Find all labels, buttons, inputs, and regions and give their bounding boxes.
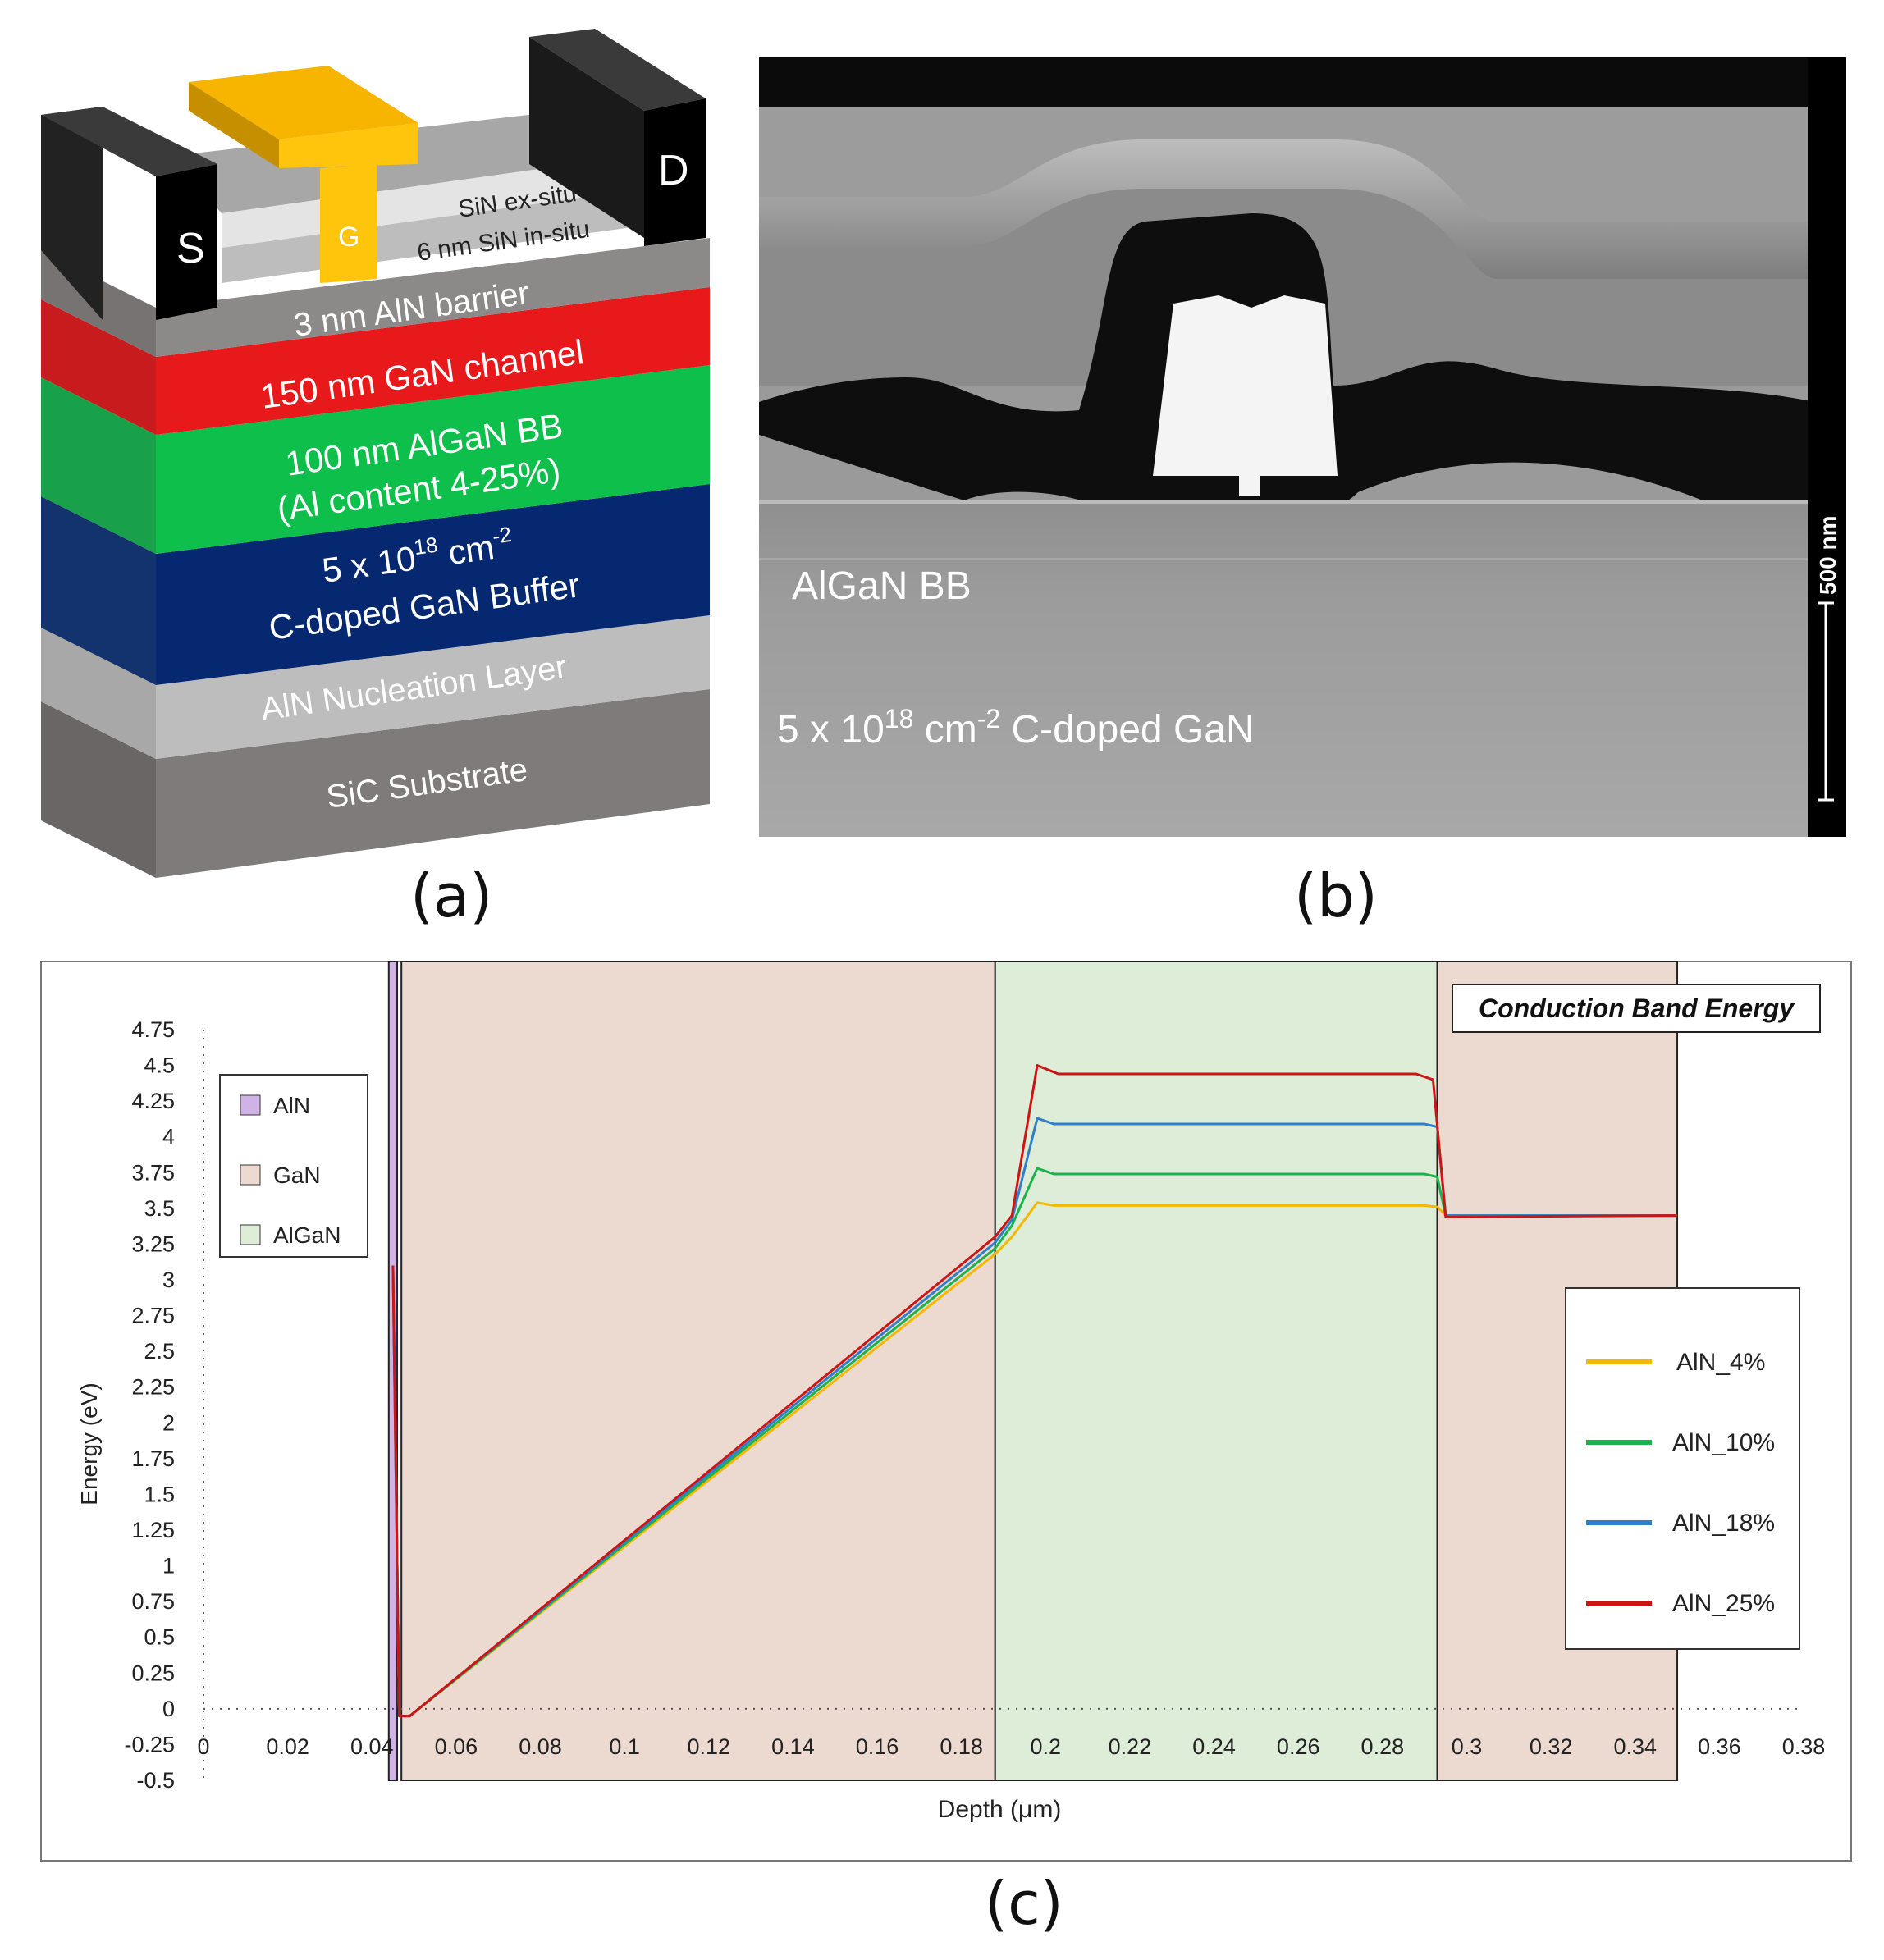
- layer-sic: [41, 689, 710, 878]
- region-legend-aln: AlN: [273, 1093, 310, 1118]
- drain-contact: [529, 29, 706, 246]
- y-tick-label: 3: [162, 1268, 175, 1292]
- region-legend-algan: AlGaN: [273, 1222, 341, 1248]
- x-tick-label: 0.3: [1452, 1734, 1483, 1759]
- tem-cross-section-image: 500 nm AlGaN BB 5 x 1018 cm-2 C-doped Ga…: [759, 57, 1846, 837]
- x-axis-label: Depth (μm): [938, 1796, 1062, 1823]
- contact-g-label: G: [338, 222, 359, 253]
- region-aln: [387, 961, 399, 1781]
- legend-label-aln10: AlN_10%: [1672, 1429, 1775, 1456]
- algan-bb-label: AlGaN BB: [792, 564, 972, 608]
- y-tick-label: 1.5: [144, 1482, 175, 1506]
- scale-bar-label: 500 nm: [1815, 516, 1841, 596]
- y-tick-label: -0.25: [124, 1732, 175, 1757]
- x-tick-label: 0.36: [1698, 1734, 1741, 1759]
- region-gan: [400, 961, 996, 1781]
- y-tick-label: 1: [162, 1554, 175, 1579]
- y-tick-label: 0.5: [144, 1625, 175, 1650]
- tick-labels: 0 0.02 0.04 0.06 0.08 0.1 0.12 0.14 0.16 0.18 0.2 0…: [124, 1017, 1825, 1793]
- region-legend-gan: GaN: [273, 1163, 321, 1188]
- chart-title: Conduction Band Energy: [1479, 994, 1795, 1023]
- y-tick-label: 3.25: [131, 1231, 175, 1256]
- x-tick-label: 0.08: [519, 1734, 562, 1759]
- x-tick-label: 0.2: [1031, 1734, 1062, 1759]
- region-algan: [994, 961, 1438, 1781]
- x-tick-label: 0: [197, 1734, 209, 1759]
- region-legend: AlN GaN AlGaN: [219, 1074, 368, 1258]
- y-tick-label: 3.75: [131, 1160, 175, 1185]
- y-tick-label: 4.5: [144, 1053, 175, 1078]
- series-line-aln_25: [391, 1064, 1678, 1718]
- y-tick-label: 2.75: [131, 1304, 175, 1328]
- layer-gan-channel: [41, 287, 710, 435]
- x-tick-label: 0.32: [1530, 1734, 1573, 1759]
- gate-contact: [189, 66, 418, 283]
- caption-c: (c): [985, 1869, 1063, 1938]
- caption-b: (b): [1294, 861, 1378, 930]
- series-legend: AlN_4% AlN_10% AlN_18% AlN_25%: [1565, 1287, 1800, 1650]
- x-tick-label: 0.1: [609, 1734, 640, 1759]
- x-tick-label: 0.22: [1109, 1734, 1152, 1759]
- y-tick-label: 4: [162, 1125, 175, 1149]
- x-tick-label: 0.18: [940, 1734, 983, 1759]
- x-tick-label: 0.14: [771, 1734, 815, 1759]
- y-tick-label: 1.75: [131, 1446, 175, 1471]
- legend-label-aln4: AlN_4%: [1676, 1349, 1765, 1376]
- x-tick-label: 0.26: [1277, 1734, 1320, 1759]
- x-tick-label: 0.12: [688, 1734, 731, 1759]
- x-tick-label: 0.06: [435, 1734, 478, 1759]
- conduction-band-chart: 0 0.02 0.04 0.06 0.08 0.1 0.12 0.14 0.16 0.18 0.2 0…: [40, 961, 1852, 1862]
- y-tick-label: 3.5: [144, 1196, 175, 1221]
- y-tick-label: 2.25: [131, 1375, 175, 1400]
- y-tick-label: 2.5: [144, 1339, 175, 1364]
- layer-algan-bb: [41, 365, 710, 554]
- y-tick-label: 1.25: [131, 1518, 175, 1542]
- contact-d-label: D: [658, 147, 689, 194]
- x-tick-label: 0.34: [1613, 1734, 1657, 1759]
- x-tick-label: 0.24: [1192, 1734, 1236, 1759]
- series-lines: [391, 1064, 1678, 1718]
- x-tick-label: 0.28: [1361, 1734, 1405, 1759]
- legend-label-aln25: AlN_25%: [1672, 1590, 1775, 1617]
- y-axis-label: Energy (eV): [76, 1382, 102, 1505]
- layer-c-doped-buffer: [41, 484, 710, 685]
- x-tick-label: 0.02: [266, 1734, 309, 1759]
- y-tick-label: 0: [162, 1697, 175, 1721]
- caption-a: (a): [410, 861, 493, 930]
- y-tick-label: 4.75: [131, 1017, 175, 1042]
- x-tick-label: 0.38: [1782, 1734, 1826, 1759]
- y-tick-label: 0.75: [131, 1589, 175, 1614]
- contact-s-label: S: [176, 225, 205, 272]
- layer-aln-nucleation: [41, 615, 710, 759]
- device-layer-stack: S D G SiN ex-situ 6 nm SiN in-situ 3 nm …: [41, 29, 710, 878]
- x-tick-label: 0.04: [350, 1734, 394, 1759]
- y-tick-label: 2: [162, 1410, 175, 1435]
- c-doped-gan-label: 5 x 1018 cm-2 C-doped GaN: [777, 704, 1255, 752]
- y-tick-label: -0.5: [136, 1768, 175, 1793]
- y-tick-label: 0.25: [131, 1661, 175, 1685]
- source-contact: [41, 107, 217, 320]
- x-tick-label: 0.16: [856, 1734, 899, 1759]
- y-tick-label: 4.25: [131, 1089, 175, 1113]
- legend-label-aln18: AlN_18%: [1672, 1510, 1775, 1537]
